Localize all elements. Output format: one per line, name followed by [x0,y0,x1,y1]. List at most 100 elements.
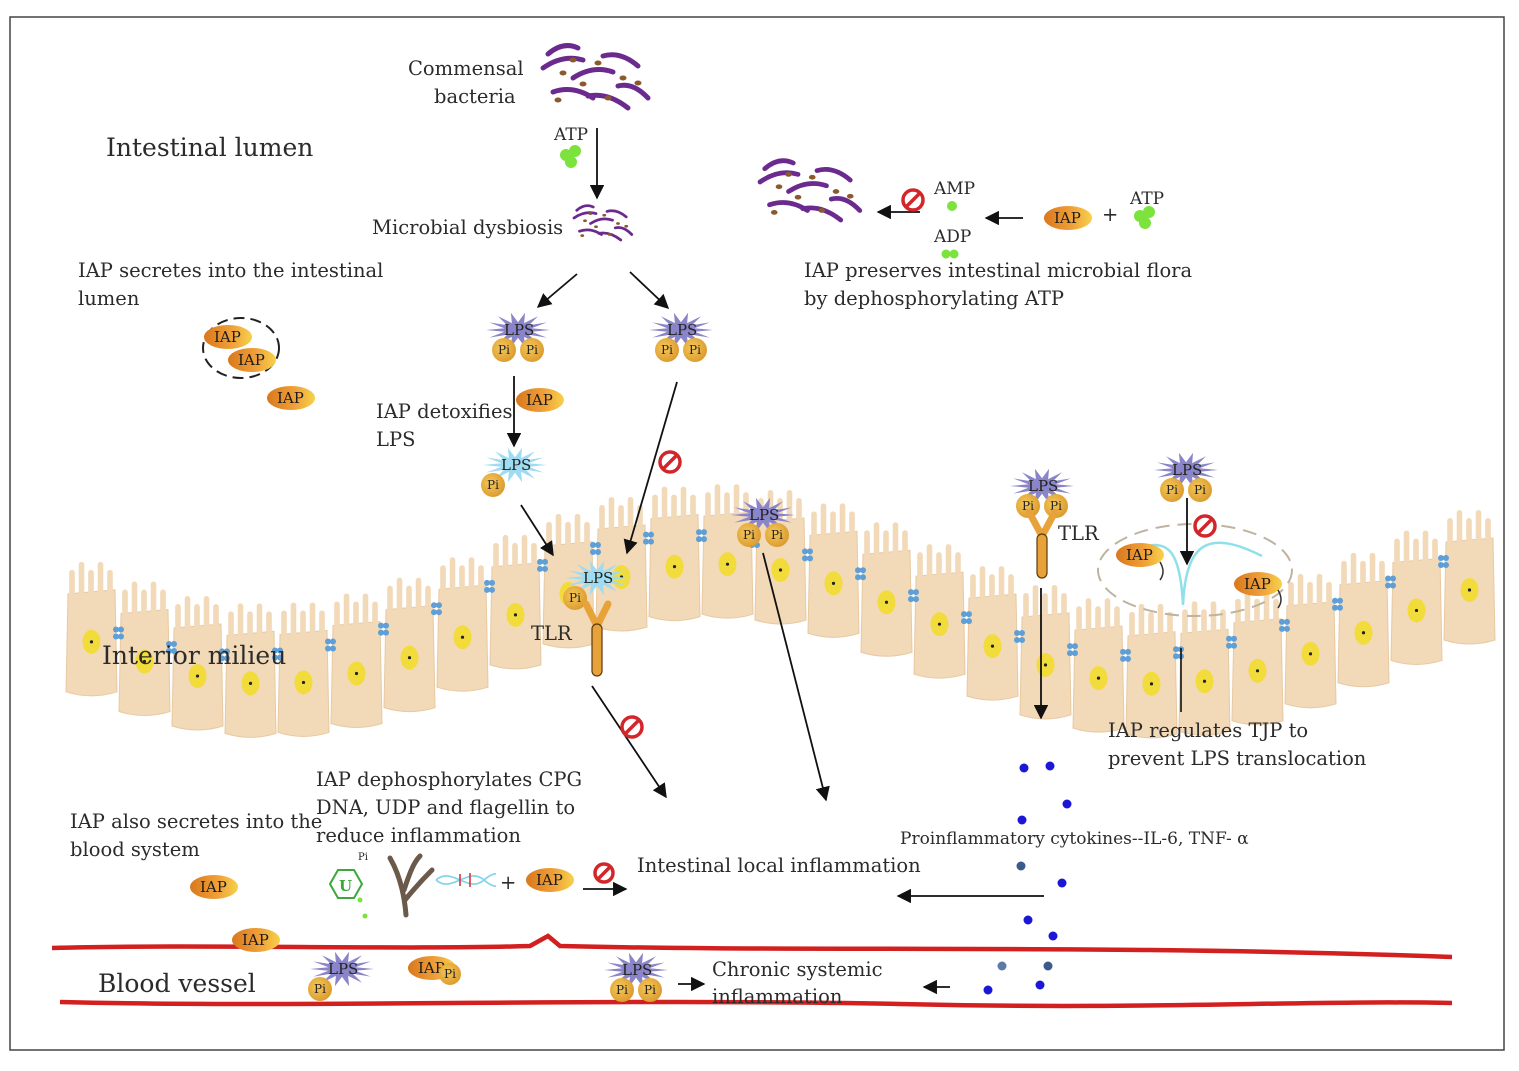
cytokine-dot [1057,878,1067,888]
pi-label: Pi [444,967,456,981]
cytokine-dot [1045,761,1055,771]
iap-label: IAP [277,389,304,407]
epithelial-cell [966,566,1019,701]
inhibition-icons [593,188,1217,884]
no-entry-icon [593,862,615,884]
arrows [506,128,1195,995]
iap-label: IAP [418,959,445,977]
flagellin-icon [387,853,435,918]
tight-junction [643,531,654,545]
preserve-label-2: by dephosphorylating ATP [804,287,1064,310]
phosphate: Pi [481,473,505,497]
tight-junction [113,626,124,640]
pi-label: Pi [616,983,628,997]
cytokine-dot [1019,763,1029,773]
lps-label: LPS [1028,477,1058,495]
pi-label: Pi [743,528,755,542]
epithelial-cell [860,522,913,657]
bacteria-cluster [757,158,863,223]
tight-junction [696,529,707,543]
epithelial-cell [1072,598,1125,733]
tight-junction [272,647,283,661]
iap-enzyme: IAP [516,388,564,412]
cytokine-dot [1023,915,1033,925]
lps-label: LPS [749,506,779,524]
detox-label-1: IAP detoxifies [376,400,513,423]
local-inflammation-label: Intestinal local inflammation [637,854,921,877]
epithelial-cell [330,593,383,728]
udp-letter: U [339,877,352,895]
pi-label: Pi [314,982,326,996]
iap-enzyme: IAP [1044,206,1092,230]
detox-label-2: LPS [376,428,415,451]
secretes-lumen-label-1: IAP secretes into the intestinal [78,259,383,282]
arrow-dysbiosis-to-lps-left [536,273,578,308]
atp-label-right: ATP [1129,189,1164,209]
tight-junction [1385,575,1396,589]
iap-label: IAP [1054,209,1081,227]
epithelial-cell [171,596,224,731]
tlr-receptor-right [1025,508,1059,579]
pi-label: Pi [644,983,656,997]
epithelial-cell [701,484,754,619]
tlr-label-left: TLR [531,622,573,645]
cytokine-dot [1035,980,1045,990]
amp-molecule [947,201,957,211]
iap-label: IAP [238,351,265,369]
pi-label: Pi [526,343,538,357]
phosphate: Pi [492,338,516,362]
pi-label: Pi [661,343,673,357]
arrow-lps-to-inflammation [762,552,830,802]
phosphate: Pi [520,338,544,362]
pi-label: Pi [1166,483,1178,497]
epithelial-cell [1390,530,1443,665]
secretes-lumen-label-2: lumen [78,287,140,310]
figure-frame [9,16,1505,1051]
adp-molecule [949,249,959,259]
epithelial-cell [489,534,542,670]
lps-label: LPS [583,569,613,587]
iap-enzyme: IAP [267,386,315,410]
tight-junction [378,622,389,636]
lps-label: LPS [667,321,697,339]
tight-junction [855,567,866,581]
cytokine-dot [983,985,993,995]
cytokine-dot [1043,961,1053,971]
iap-label: IAP [200,878,227,896]
tlr-label-right: TLR [1058,522,1100,545]
tlr-receptor-left [582,600,612,677]
tjp-label-2: prevent LPS translocation [1108,747,1367,770]
cytokine-dots [983,761,1072,995]
bacteria-clusters [540,43,863,242]
atp-molecule [560,145,581,168]
chronic-label-1: Chronic systemic [712,958,883,981]
iap-label: IAP [536,871,563,889]
phosphate: Pi [610,978,634,1002]
tight-junction [1014,629,1025,643]
no-entry-icon [658,450,682,474]
no-entry-icon [620,715,644,739]
tight-junction [484,579,495,593]
phosphate: Pi [1188,478,1212,502]
lps-label: LPS [622,961,652,979]
atp-label: ATP [553,125,588,145]
chronic-label-2: inflammation [712,985,843,1008]
epithelial-cell [1284,573,1337,709]
iap-label: IAP [1244,575,1271,593]
epithelial-cell [913,544,966,679]
epithelial-cell [1178,601,1231,736]
iap-enzyme: IAP [232,928,280,952]
secretory-vesicle [202,317,280,379]
plus-sign-bottom: + [500,871,516,894]
phosphate: Pi [308,977,332,1001]
epithelial-cell [1443,510,1496,645]
iap-enzyme: IAP [1116,543,1164,567]
epithelial-cell [118,581,171,717]
